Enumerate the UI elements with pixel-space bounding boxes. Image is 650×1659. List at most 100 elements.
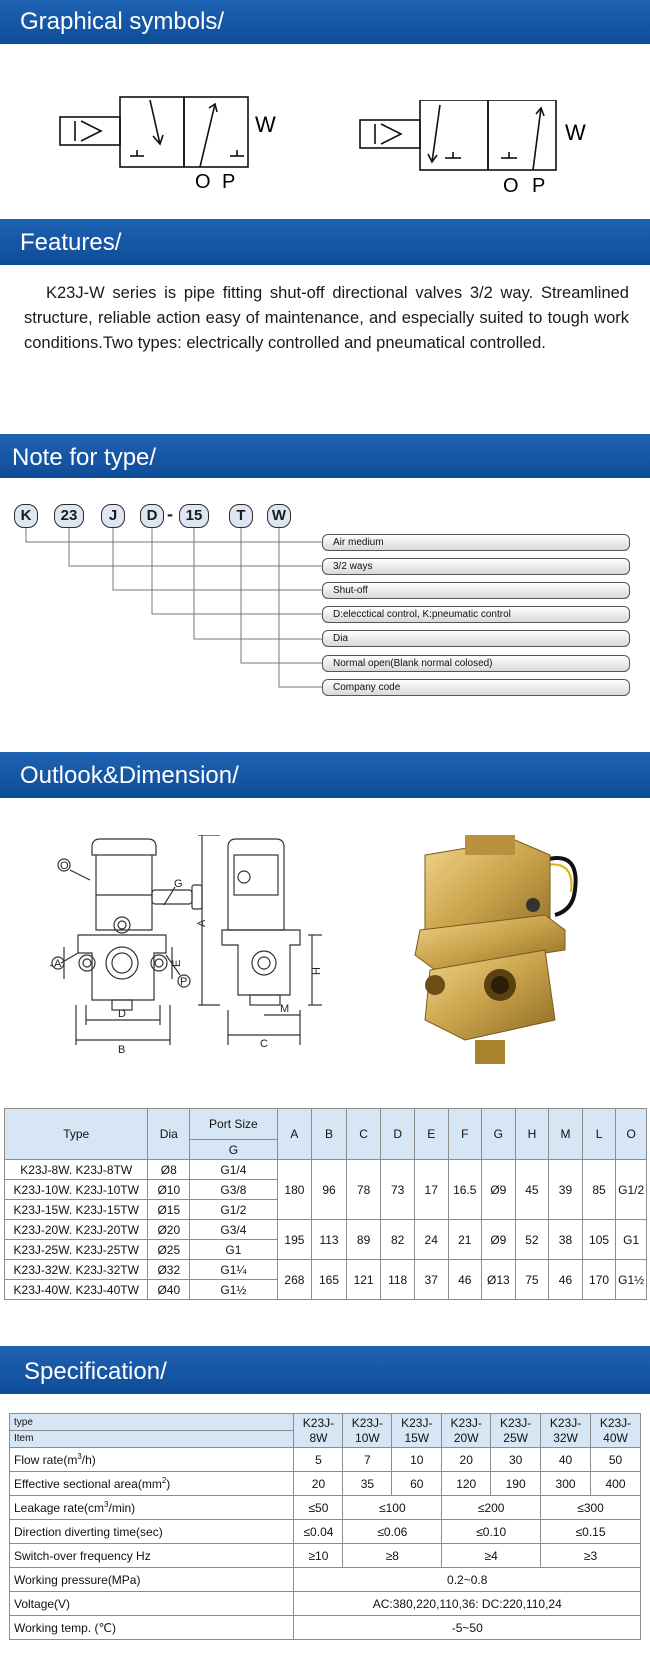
spec-label: Working pressure(MPa) <box>8 1567 295 1592</box>
cell-dia: Ø15 <box>147 1199 191 1220</box>
callout-p: P <box>180 976 187 988</box>
table-row: K23J-32W. K23J-32TW Ø32 G1¼ 268 165 121 … <box>3 1259 647 1300</box>
spec-value: AC:380,220,110,36: DC:220,110,24 <box>293 1591 641 1616</box>
spec-model-40w: K23J-40W <box>590 1413 641 1448</box>
section-header-spec: Specification/ <box>0 1346 650 1394</box>
port-w-label: W <box>255 112 276 137</box>
dim-b: B <box>118 1044 125 1056</box>
cell-g: G1½ <box>189 1279 278 1300</box>
spec-value: 190 <box>490 1471 542 1496</box>
type-label-shutoff: Shut-off <box>322 582 630 599</box>
spec-value: ≤0.04 <box>293 1519 344 1544</box>
spec-value: ≥10 <box>293 1543 344 1568</box>
cell-dia: Ø10 <box>147 1179 191 1200</box>
port-w-label: W <box>565 120 586 145</box>
callout-o: O <box>60 860 69 872</box>
cell-b: 113 <box>311 1219 347 1260</box>
specification-table: type Item K23J-8W K23J-10W K23J-15W K23J… <box>8 1413 641 1640</box>
type-label-normal-open: Normal open(Blank normal colosed) <box>322 655 630 672</box>
col-header-l: L <box>581 1108 617 1160</box>
spec-model-15w: K23J-15W <box>391 1413 443 1448</box>
cell-a: 180 <box>276 1159 313 1220</box>
cell-type: K23J-8W. K23J-8TW <box>3 1159 149 1180</box>
type-label-air-medium: Air medium <box>322 534 630 551</box>
dim-c: C <box>260 1038 268 1050</box>
spec-value: ≤0.06 <box>342 1519 443 1544</box>
section-title: Specification/ <box>24 1358 167 1385</box>
cell-type: K23J-10W. K23J-10TW <box>3 1179 149 1200</box>
cell-h: 45 <box>514 1159 550 1220</box>
spec-value: 400 <box>590 1471 641 1496</box>
valve-product-photo <box>414 835 578 1064</box>
spec-row-area: Effective sectional area(mm2) 20 35 60 1… <box>8 1471 641 1496</box>
valve-symbol-right: W O P <box>359 100 586 197</box>
col-header-g-dim: G <box>481 1108 516 1160</box>
cell-c: 78 <box>345 1159 382 1220</box>
spec-row-temp: Working temp. (℃) -5~50 <box>8 1615 641 1640</box>
cell-dia: Ø25 <box>147 1239 191 1260</box>
type-label-control: D:elecctical control, K:pneumatic contro… <box>322 606 630 623</box>
callout-g: G <box>174 878 183 890</box>
spec-row-direction: Direction diverting time(sec) ≤0.04 ≤0.0… <box>8 1519 641 1544</box>
spec-value: ≤50 <box>293 1495 344 1520</box>
cell-dia: Ø32 <box>147 1259 191 1280</box>
cell-d: 118 <box>380 1259 415 1300</box>
cell-h: 52 <box>514 1219 550 1260</box>
dimension-drawing: O A P F G E A D B M H C <box>50 835 323 1056</box>
cell-d: 82 <box>380 1219 415 1260</box>
valve-symbol-left: W O P <box>59 96 276 192</box>
type-label-ways: 3/2 ways <box>322 558 630 575</box>
col-header-a: A <box>276 1108 313 1160</box>
type-code-d: D <box>140 504 164 528</box>
cell-type: K23J-15W. K23J-15TW <box>3 1199 149 1220</box>
cell-f: 16.5 <box>447 1159 483 1220</box>
cell-g: G3/4 <box>189 1219 278 1240</box>
cell-o: G1 <box>615 1219 647 1260</box>
type-code-15: 15 <box>179 504 209 528</box>
col-header-f: F <box>447 1108 483 1160</box>
spec-row-voltage: Voltage(V) AC:380,220,110,36: DC:220,110… <box>8 1591 641 1616</box>
port-o-label: O <box>503 175 519 197</box>
features-paragraph: K23J-W series is pipe fitting shut-off d… <box>24 284 629 352</box>
cell-f: 21 <box>447 1219 483 1260</box>
cell-a: 268 <box>276 1259 313 1300</box>
cell-type: K23J-32W. K23J-32TW <box>3 1259 149 1280</box>
section-header-outlook: Outlook&Dimension/ <box>0 752 650 798</box>
cell-l: 85 <box>581 1159 617 1220</box>
spec-value: 20 <box>293 1471 344 1496</box>
type-code-k: K <box>14 504 38 528</box>
section-title: Note for type/ <box>12 444 157 471</box>
type-label-dia: Dia <box>322 630 630 647</box>
spec-label: Direction diverting time(sec) <box>8 1519 295 1544</box>
type-label-company-code: Company code <box>322 679 630 696</box>
spec-value: 7 <box>342 1447 393 1472</box>
cell-dia: Ø20 <box>147 1219 191 1240</box>
dim-a: A <box>196 919 208 927</box>
spec-value: 60 <box>391 1471 443 1496</box>
cell-h: 75 <box>514 1259 550 1300</box>
spec-value: 10 <box>391 1447 443 1472</box>
type-code-w: W <box>267 504 291 528</box>
spec-model-8w: K23J-8W <box>293 1413 344 1448</box>
spec-value: 300 <box>540 1471 592 1496</box>
cell-g: G1 <box>189 1239 278 1260</box>
spec-corner-item: Item <box>14 1433 34 1444</box>
spec-row-leak: Leakage rate(cm3/min) ≤50 ≤100 ≤200 ≤300 <box>8 1495 641 1520</box>
dim-d: D <box>118 1008 126 1020</box>
cell-d: 73 <box>380 1159 415 1220</box>
cell-o: G1/2 <box>615 1159 647 1220</box>
cell-a: 195 <box>276 1219 313 1260</box>
cell-l: 105 <box>581 1219 617 1260</box>
section-header-graphical: Graphical symbols/ <box>0 0 650 44</box>
cell-g: G1¼ <box>189 1259 278 1280</box>
spec-value: 35 <box>342 1471 393 1496</box>
cell-b: 96 <box>311 1159 347 1220</box>
type-code-j: J <box>101 504 125 528</box>
col-header-h: H <box>514 1108 550 1160</box>
cell-l: 170 <box>581 1259 617 1300</box>
spec-value: ≥3 <box>540 1543 641 1568</box>
spec-model-25w: K23J-25W <box>490 1413 542 1448</box>
spec-value: -5~50 <box>293 1615 641 1640</box>
col-header-dia: Dia <box>147 1108 191 1160</box>
col-header-m: M <box>548 1108 583 1160</box>
